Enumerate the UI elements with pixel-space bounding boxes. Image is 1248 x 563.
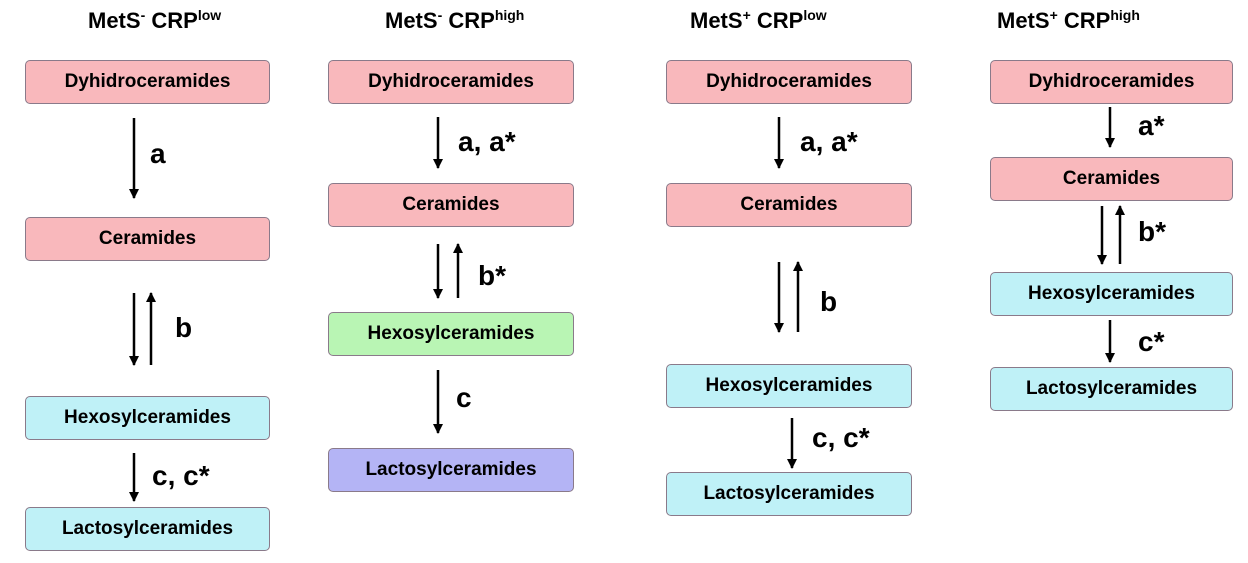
arrow-up-b — [146, 292, 156, 365]
arrow-up-b — [1115, 205, 1125, 264]
box-ceramides: Ceramides — [25, 217, 270, 261]
arrow-down-c — [129, 453, 139, 502]
box-label: Hexosylceramides — [705, 375, 873, 396]
reaction-label-b: b* — [478, 260, 506, 291]
box-label: Hexosylceramides — [64, 407, 231, 428]
box-label: Lactosylceramides — [365, 459, 537, 480]
arrow-down-c — [1105, 320, 1115, 363]
reaction-label-a: a — [150, 138, 166, 169]
reaction-label-c: c, c* — [812, 422, 870, 453]
box-label: Ceramides — [740, 194, 838, 215]
reaction-label-c: c, c* — [152, 460, 210, 491]
arrow-down-b — [433, 244, 443, 299]
arrow-down-a — [129, 118, 139, 199]
panel-title: MetS+ CRPlow — [690, 7, 827, 33]
box-lactosylceramides: Lactosylceramides — [25, 507, 270, 551]
box-lactosylceramides: Lactosylceramides — [666, 472, 912, 516]
box-label: Dyhidroceramides — [368, 71, 534, 92]
box-dyhidroceramides: Dyhidroceramides — [25, 60, 270, 104]
arrow-up-b — [453, 243, 463, 298]
panel-title: MetS+ CRPhigh — [997, 7, 1140, 33]
box-label: Dyhidroceramides — [706, 71, 872, 92]
reaction-label-a: a, a* — [800, 126, 858, 157]
reaction-label-c: c* — [1138, 326, 1165, 357]
box-ceramides: Ceramides — [328, 183, 574, 227]
box-ceramides: Ceramides — [990, 157, 1233, 201]
box-lactosylceramides: Lactosylceramides — [328, 448, 574, 492]
box-label: Dyhidroceramides — [1028, 71, 1195, 92]
reaction-label-b: b* — [1138, 216, 1166, 247]
arrow-down-c — [787, 418, 797, 469]
reaction-label-b: b — [820, 286, 838, 317]
panel-title: MetS- CRPhigh — [385, 7, 525, 33]
reaction-label-c: c — [456, 382, 472, 413]
arrow-down-a — [1105, 107, 1115, 148]
arrow-down-c — [433, 370, 443, 434]
box-dyhidroceramides: Dyhidroceramides — [990, 60, 1233, 104]
arrow-down-b — [1097, 206, 1107, 265]
box-label: Ceramides — [98, 228, 197, 249]
box-label: Dyhidroceramides — [64, 71, 231, 92]
panel-title: MetS- CRPlow — [88, 7, 222, 33]
box-dyhidroceramides: Dyhidroceramides — [328, 60, 574, 104]
arrow-down-b — [129, 293, 139, 366]
box-label: Ceramides — [402, 194, 500, 215]
box-label: Hexosylceramides — [367, 323, 535, 344]
box-hexosylceramides: Hexosylceramides — [990, 272, 1233, 316]
reaction-label-a: a* — [1138, 110, 1165, 141]
arrow-down-a — [433, 117, 443, 169]
box-label: Ceramides — [1062, 168, 1161, 189]
reaction-label-b: b — [175, 312, 193, 343]
box-label: Lactosylceramides — [61, 518, 234, 539]
box-hexosylceramides: Hexosylceramides — [25, 396, 270, 440]
reaction-label-a: a, a* — [458, 126, 516, 157]
arrow-up-b — [793, 261, 803, 332]
box-hexosylceramides: Hexosylceramides — [328, 312, 574, 356]
arrow-down-a — [774, 117, 784, 169]
arrow-down-b — [774, 262, 784, 333]
box-label: Hexosylceramides — [1028, 283, 1195, 304]
box-label: Lactosylceramides — [1025, 378, 1198, 399]
box-label: Lactosylceramides — [703, 483, 875, 504]
box-lactosylceramides: Lactosylceramides — [990, 367, 1233, 411]
box-ceramides: Ceramides — [666, 183, 912, 227]
box-dyhidroceramides: Dyhidroceramides — [666, 60, 912, 104]
box-hexosylceramides: Hexosylceramides — [666, 364, 912, 408]
